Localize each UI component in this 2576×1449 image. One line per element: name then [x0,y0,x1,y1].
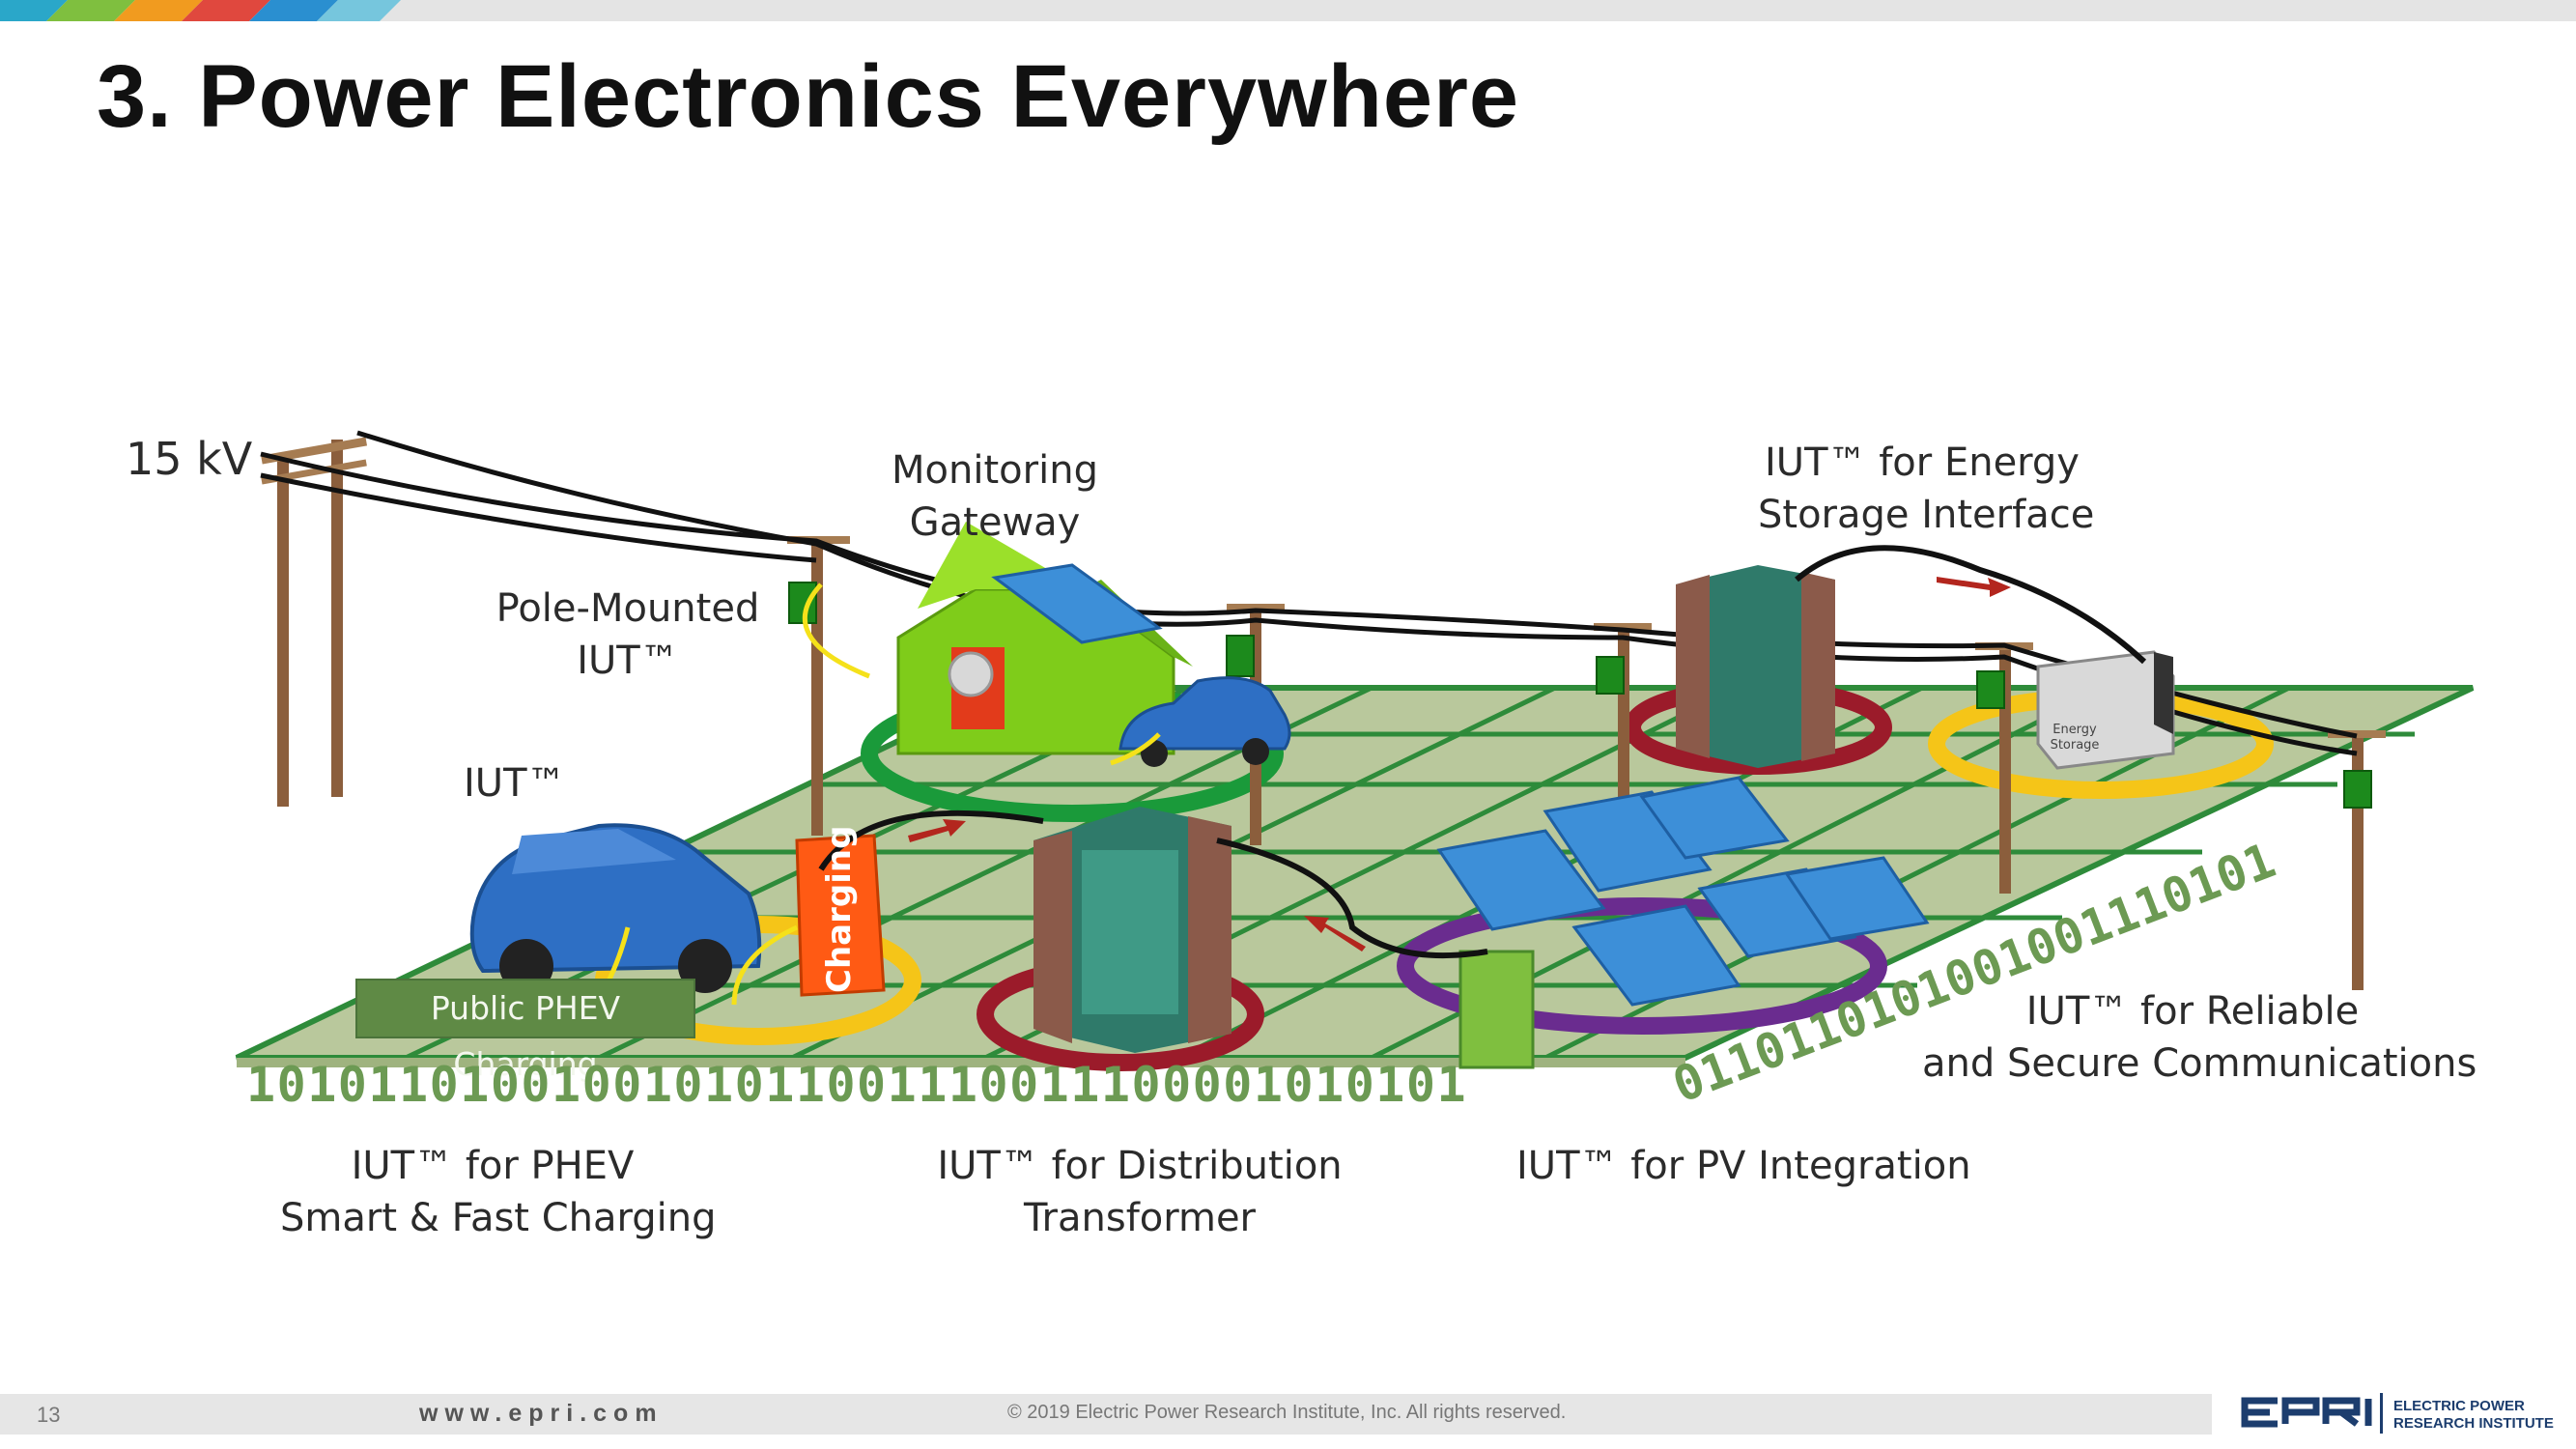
charging-station [731,582,886,1006]
iut-label: IUT™ [464,761,566,806]
car-phev [469,823,762,1002]
top-color-stripes [0,0,401,21]
pole-left [261,437,368,807]
utility-poles [261,437,2386,990]
phev-label: IUT™ for PHEV Smart & Fast Charging [280,1144,717,1240]
pv-label: IUT™ for PV Integration [1516,1144,1971,1188]
voltage-label: 15 kV [126,433,253,485]
epri-logo [2241,1393,2383,1434]
slide-title: 3. Power Electronics Everywhere [97,47,1520,146]
binary-front: 1010110100100101011001110011100001010101 [246,1057,1468,1113]
page-number: 13 [37,1403,61,1427]
reliable-comm-label: IUT™ for Reliable and Secure Communicati… [1922,989,2477,1086]
cables [818,545,2147,959]
house-illustration [896,522,1193,755]
ring-purple-pv [1397,897,1887,1035]
charging-sign: Charging [820,825,859,993]
logo-tagline: ELECTRIC POWER RESEARCH INSTITUTE [2393,1398,2554,1432]
energy-storage-box-label: Energy Storage [2050,723,2100,753]
flow-arrows [908,577,2011,952]
top-accent-bar [0,0,2576,21]
pole-4 [1594,623,1652,821]
distribution-label: IUT™ for Distribution Transformer [937,1144,1343,1240]
car-house [1110,676,1291,767]
pole-5 [1975,642,2033,894]
storage-transformer [1676,565,1835,768]
distribution-transformer [1033,807,1231,1053]
website-link[interactable]: www.epri.com [419,1400,664,1427]
pole-mounted-label: Pole-Mounted IUT™ [495,586,760,683]
monitoring-gateway-label: Monitoring Gateway [892,448,1098,545]
energy-storage-unit [2036,650,2175,770]
public-phev-sign: Public PHEV Charging [355,979,695,1083]
pole-right [2328,730,2386,990]
energy-storage-label: IUT™ for Energy Storage Interface [1758,440,2095,537]
footer-bar [0,1394,2212,1435]
solar-panels [1436,776,1930,1069]
copyright-text: © 2019 Electric Power Research Institute… [1007,1402,1567,1423]
